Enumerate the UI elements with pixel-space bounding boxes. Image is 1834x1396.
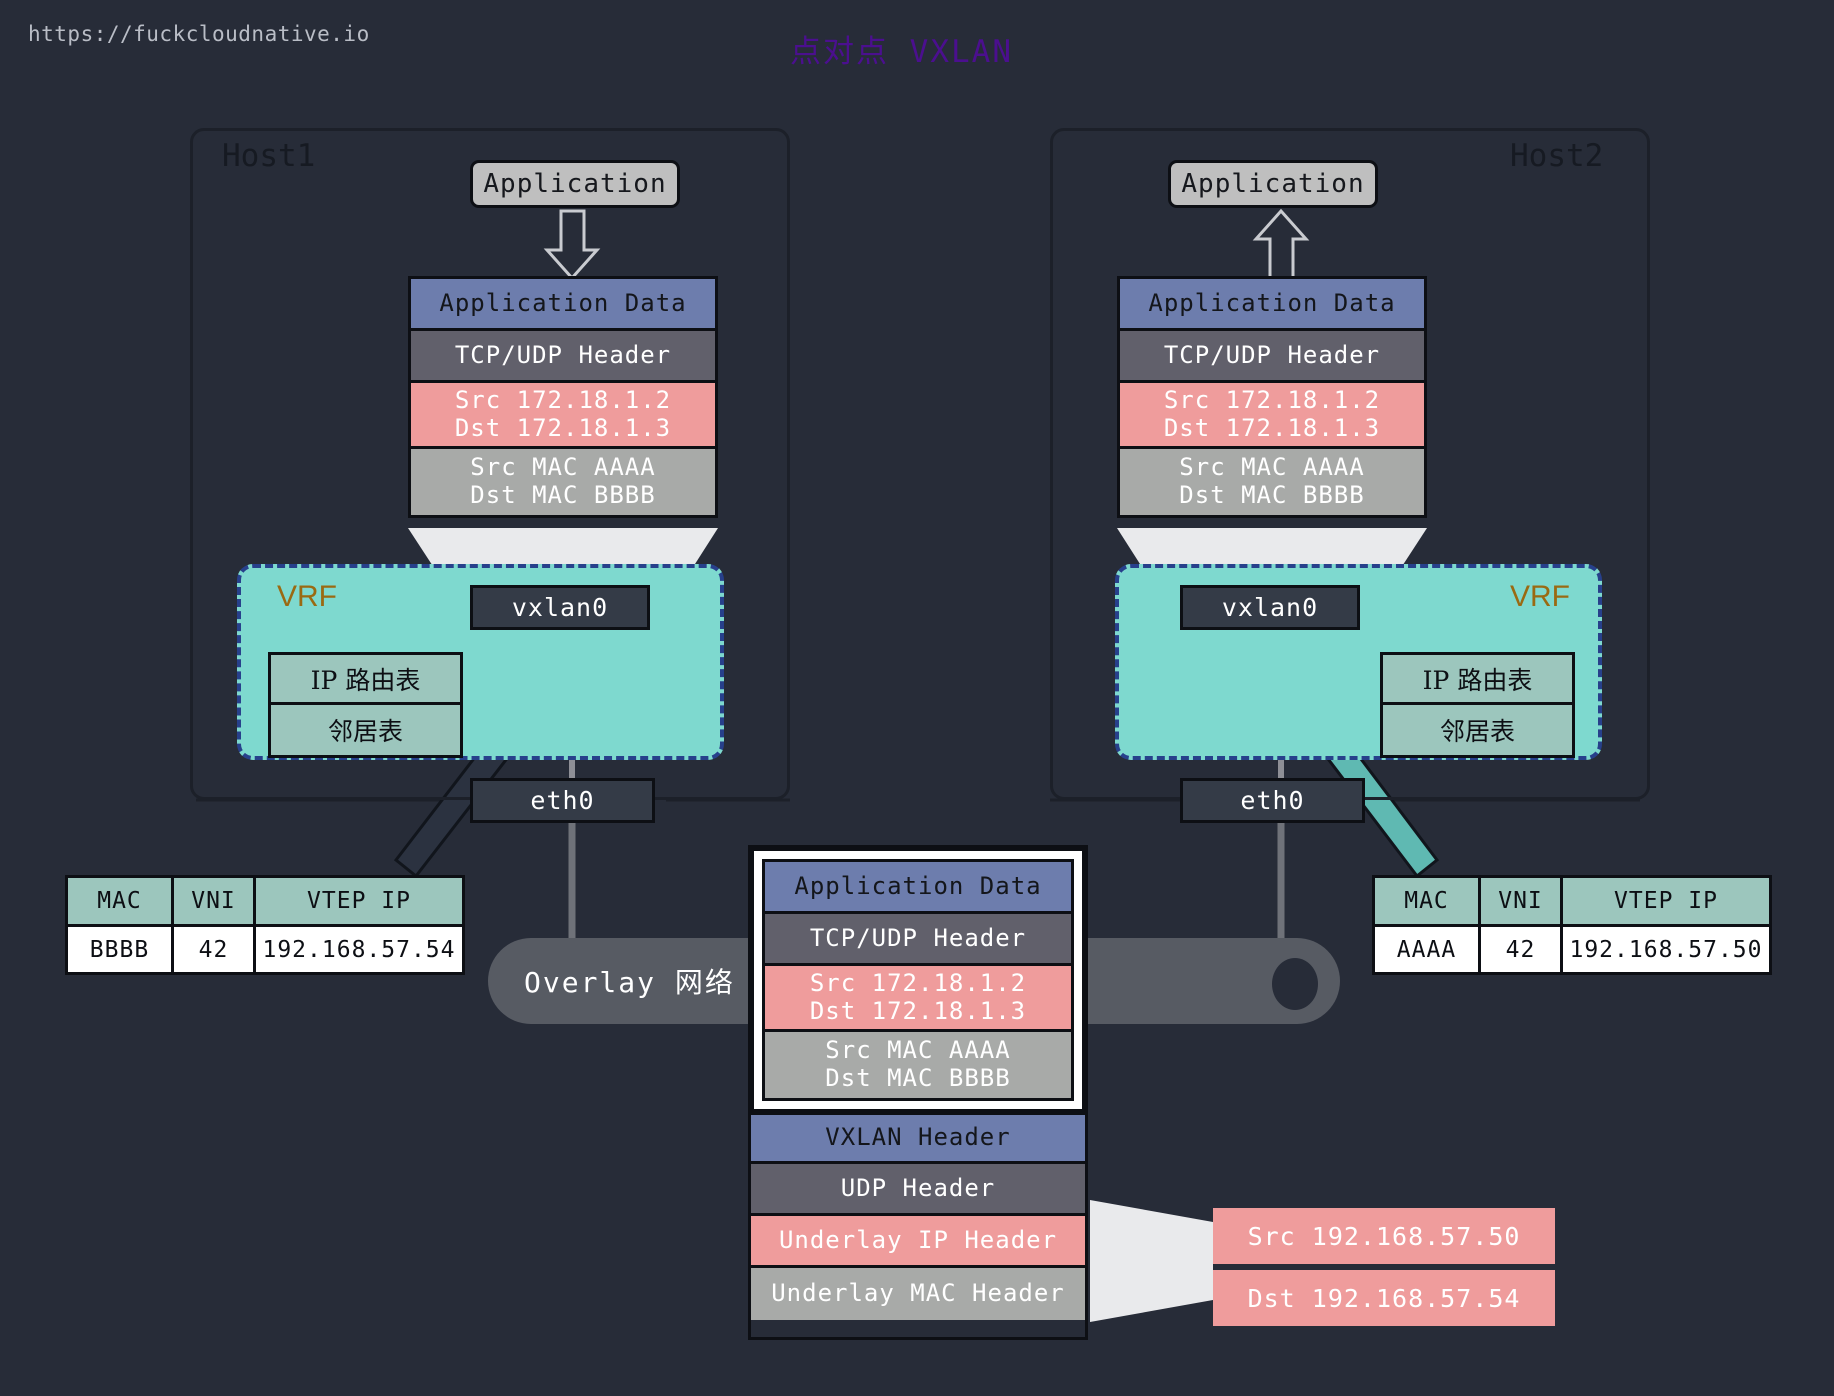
encap-inner-mac-dst: Dst MAC BBBB	[825, 1064, 1011, 1092]
host1-fdb-td-mac: BBBB	[68, 924, 174, 972]
encap-inner-ip-dst: Dst 172.18.1.3	[809, 996, 1027, 1025]
host1-vrf-label: VRF	[277, 580, 337, 613]
encap-underlay-ip-header-row: Underlay IP Header	[751, 1216, 1085, 1268]
host2-packet-mac-dst: Dst MAC BBBB	[1179, 481, 1365, 509]
host1-label: Host1	[222, 138, 316, 174]
host1-vxlan0-node[interactable]: vxlan0	[470, 585, 650, 630]
host2-packet-app-row: Application Data	[1120, 279, 1424, 331]
host2-application-node[interactable]: Application	[1168, 160, 1378, 208]
host1-fdb-th-vni: VNI	[174, 878, 256, 924]
encap-udp-header-row: UDP Header	[751, 1164, 1085, 1216]
encap-inner-ip-src: Src 172.18.1.2	[809, 968, 1027, 997]
host2-fdb-th-mac: MAC	[1375, 878, 1481, 924]
host2-packet-ip-row: Src 172.18.1.2 Dst 172.18.1.3	[1120, 383, 1424, 449]
host2-fdb-td-vtep: 192.168.57.50	[1563, 924, 1769, 972]
underlay-callout-funnel	[1090, 1200, 1213, 1322]
host2-ip-route-table[interactable]: IP 路由表	[1383, 655, 1572, 705]
underlay-dst-callout: Dst 192.168.57.54	[1213, 1270, 1555, 1326]
host1-vrf-tables: IP 路由表 邻居表	[268, 652, 463, 758]
host1-fdb-td-vni: 42	[174, 924, 256, 972]
host2-vxlan0-node[interactable]: vxlan0	[1180, 585, 1360, 630]
outer-headers-stack: VXLAN Header UDP Header Underlay IP Head…	[751, 1112, 1085, 1320]
host2-vrf-label: VRF	[1510, 580, 1570, 613]
host2-packet-ip-dst: Dst 172.18.1.3	[1163, 413, 1381, 442]
host2-packet-ip-src: Src 172.18.1.2	[1163, 385, 1381, 414]
site-url-label: https://fuckcloudnative.io	[28, 22, 370, 46]
host2-eth0-node[interactable]: eth0	[1180, 778, 1365, 823]
host1-packet-ip-src: Src 172.18.1.2	[454, 385, 672, 414]
host2-fdb-data-row: AAAA 42 192.168.57.50	[1375, 924, 1769, 972]
encap-underlay-mac-header-row: Underlay MAC Header	[751, 1268, 1085, 1320]
overlay-network-knob	[1272, 958, 1318, 1010]
host1-fdb-table: MAC VNI VTEP IP BBBB 42 192.168.57.54	[65, 875, 465, 975]
encap-inner-mac-row: Src MAC AAAA Dst MAC BBBB	[765, 1032, 1071, 1098]
host2-packet-mac-row: Src MAC AAAA Dst MAC BBBB	[1120, 449, 1424, 515]
inner-packet-wrapper: Application Data TCP/UDP Header Src 172.…	[751, 848, 1085, 1112]
host1-packet-mac-row: Src MAC AAAA Dst MAC BBBB	[411, 449, 715, 515]
host1-packet-stack: Application Data TCP/UDP Header Src 172.…	[408, 276, 718, 518]
host1-packet-tcp-row: TCP/UDP Header	[411, 331, 715, 383]
encapsulated-packet: Application Data TCP/UDP Header Src 172.…	[748, 845, 1088, 1340]
host2-label: Host2	[1510, 138, 1604, 174]
host2-fdb-table: MAC VNI VTEP IP AAAA 42 192.168.57.50	[1372, 875, 1772, 975]
host1-fdb-th-vtep: VTEP IP	[256, 878, 462, 924]
host1-packet-mac-dst: Dst MAC BBBB	[470, 481, 656, 509]
host2-fdb-th-vni: VNI	[1481, 878, 1563, 924]
encap-inner-tcp-row: TCP/UDP Header	[765, 914, 1071, 966]
host2-fdb-td-vni: 42	[1481, 924, 1563, 972]
host2-packet-tcp-row: TCP/UDP Header	[1120, 331, 1424, 383]
host2-fdb-td-mac: AAAA	[1375, 924, 1481, 972]
host1-fdb-td-vtep: 192.168.57.54	[256, 924, 462, 972]
host2-neighbor-table[interactable]: 邻居表	[1439, 717, 1515, 746]
host1-packet-mac-src: Src MAC AAAA	[470, 453, 656, 482]
host1-ip-route-table[interactable]: IP 路由表	[271, 655, 460, 705]
underlay-src-callout: Src 192.168.57.50	[1213, 1208, 1555, 1264]
host1-eth0-node[interactable]: eth0	[470, 778, 655, 823]
host1-fdb-header-row: MAC VNI VTEP IP	[68, 878, 462, 924]
host2-packet-mac-src: Src MAC AAAA	[1179, 453, 1365, 482]
host2-fdb-th-vtep: VTEP IP	[1563, 878, 1769, 924]
host1-application-node[interactable]: Application	[470, 160, 680, 208]
encap-inner-ip-row: Src 172.18.1.2 Dst 172.18.1.3	[765, 966, 1071, 1032]
host2-vrf-tables: IP 路由表 邻居表	[1380, 652, 1575, 758]
host1-fdb-th-mac: MAC	[68, 878, 174, 924]
encap-inner-app-row: Application Data	[765, 862, 1071, 914]
diagram-title: 点对点 VXLAN	[790, 34, 1013, 70]
host2-fdb-header-row: MAC VNI VTEP IP	[1375, 878, 1769, 924]
host1-packet-ip-dst: Dst 172.18.1.3	[454, 413, 672, 442]
host2-packet-stack: Application Data TCP/UDP Header Src 172.…	[1117, 276, 1427, 518]
encap-inner-mac-src: Src MAC AAAA	[825, 1036, 1011, 1065]
inner-packet-stack: Application Data TCP/UDP Header Src 172.…	[762, 859, 1074, 1101]
host1-packet-app-row: Application Data	[411, 279, 715, 331]
host1-packet-ip-row: Src 172.18.1.2 Dst 172.18.1.3	[411, 383, 715, 449]
host1-neighbor-table[interactable]: 邻居表	[327, 717, 403, 746]
host1-fdb-data-row: BBBB 42 192.168.57.54	[68, 924, 462, 972]
encap-vxlan-header-row: VXLAN Header	[751, 1112, 1085, 1164]
